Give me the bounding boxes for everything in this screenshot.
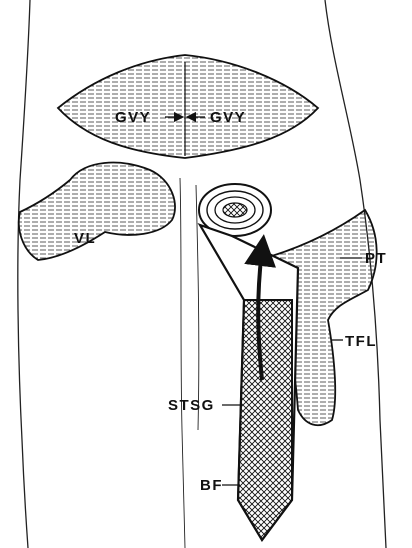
label-stsg: STSG (168, 397, 215, 414)
label-gvy-left: GVY (115, 109, 151, 126)
label-vl: VL (74, 230, 96, 247)
label-tfl: TFL (345, 333, 377, 350)
label-pt: PT (365, 250, 387, 267)
vastus-lateralis-flap (19, 163, 175, 260)
gluteus-flap (58, 55, 318, 158)
label-bf: BF (200, 477, 223, 494)
label-gvy-right: GVY (210, 109, 246, 126)
